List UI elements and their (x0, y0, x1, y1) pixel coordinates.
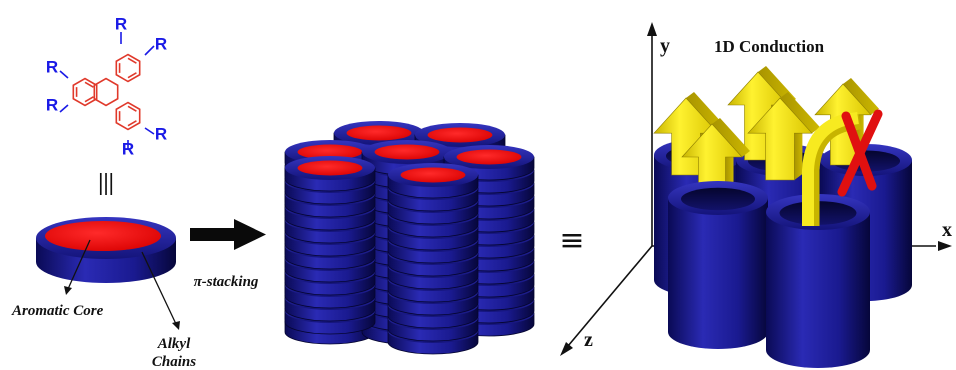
substituent-r-label: R (155, 34, 167, 53)
columnar-stacks (285, 121, 534, 354)
aromatic-core-label: Aromatic Core (11, 303, 104, 319)
conduction-tube (668, 181, 768, 349)
stack-aromatic-core (347, 126, 412, 141)
z-axis-line (568, 246, 652, 346)
substituent-r-label: R (155, 124, 167, 143)
y-axis-arrowhead (647, 22, 657, 36)
z-axis-label: z (584, 329, 593, 351)
stacking-arrow-head (234, 219, 266, 250)
stacking-arrow (190, 219, 266, 250)
pi-stacking-label: π-stacking (194, 274, 259, 290)
stack-aromatic-core (375, 145, 440, 160)
alkyl-chains-label-line2: Chains (152, 354, 196, 370)
substituent-bond (145, 46, 154, 55)
x-axis-label: x (942, 219, 952, 241)
substituent-bond (60, 71, 68, 78)
substituent-bond (145, 128, 154, 134)
stack-aromatic-core (401, 168, 466, 183)
tube-opening (681, 188, 755, 210)
substituent-r-label: R (115, 14, 127, 33)
conduction-tubes (654, 66, 912, 368)
arrow-side-face (794, 127, 802, 180)
z-axis-arrowhead (560, 342, 573, 356)
disc-stack (285, 156, 375, 334)
core-pointer-head (64, 286, 72, 295)
substituent-r-label: R (46, 95, 58, 114)
conduction-title: 1D Conduction (714, 37, 825, 56)
molecule-equiv-symbol: ||| (98, 170, 114, 196)
tube-body (668, 198, 768, 349)
y-axis-label: y (660, 35, 670, 57)
single-disc (36, 217, 176, 283)
stack-aromatic-core (457, 150, 522, 165)
molecule-rings (73, 55, 139, 130)
disc-stack (388, 163, 478, 354)
stack-aromatic-core (298, 161, 363, 176)
stack-aromatic-core (428, 128, 493, 143)
substituent-r-label: R (46, 57, 58, 76)
substituent-bond (60, 105, 68, 112)
stacking-arrow-shaft (190, 228, 236, 241)
x-axis-arrowhead (938, 241, 952, 251)
substituent-r-label: R (122, 139, 134, 158)
equivalence-sign: ≡ (559, 223, 584, 258)
tube-body (766, 212, 870, 368)
chain-pointer-head (172, 321, 180, 330)
alkyl-chains-label-line1: Alkyl (157, 336, 191, 352)
aromatic-core (45, 221, 161, 251)
benzene-ring (94, 79, 117, 106)
